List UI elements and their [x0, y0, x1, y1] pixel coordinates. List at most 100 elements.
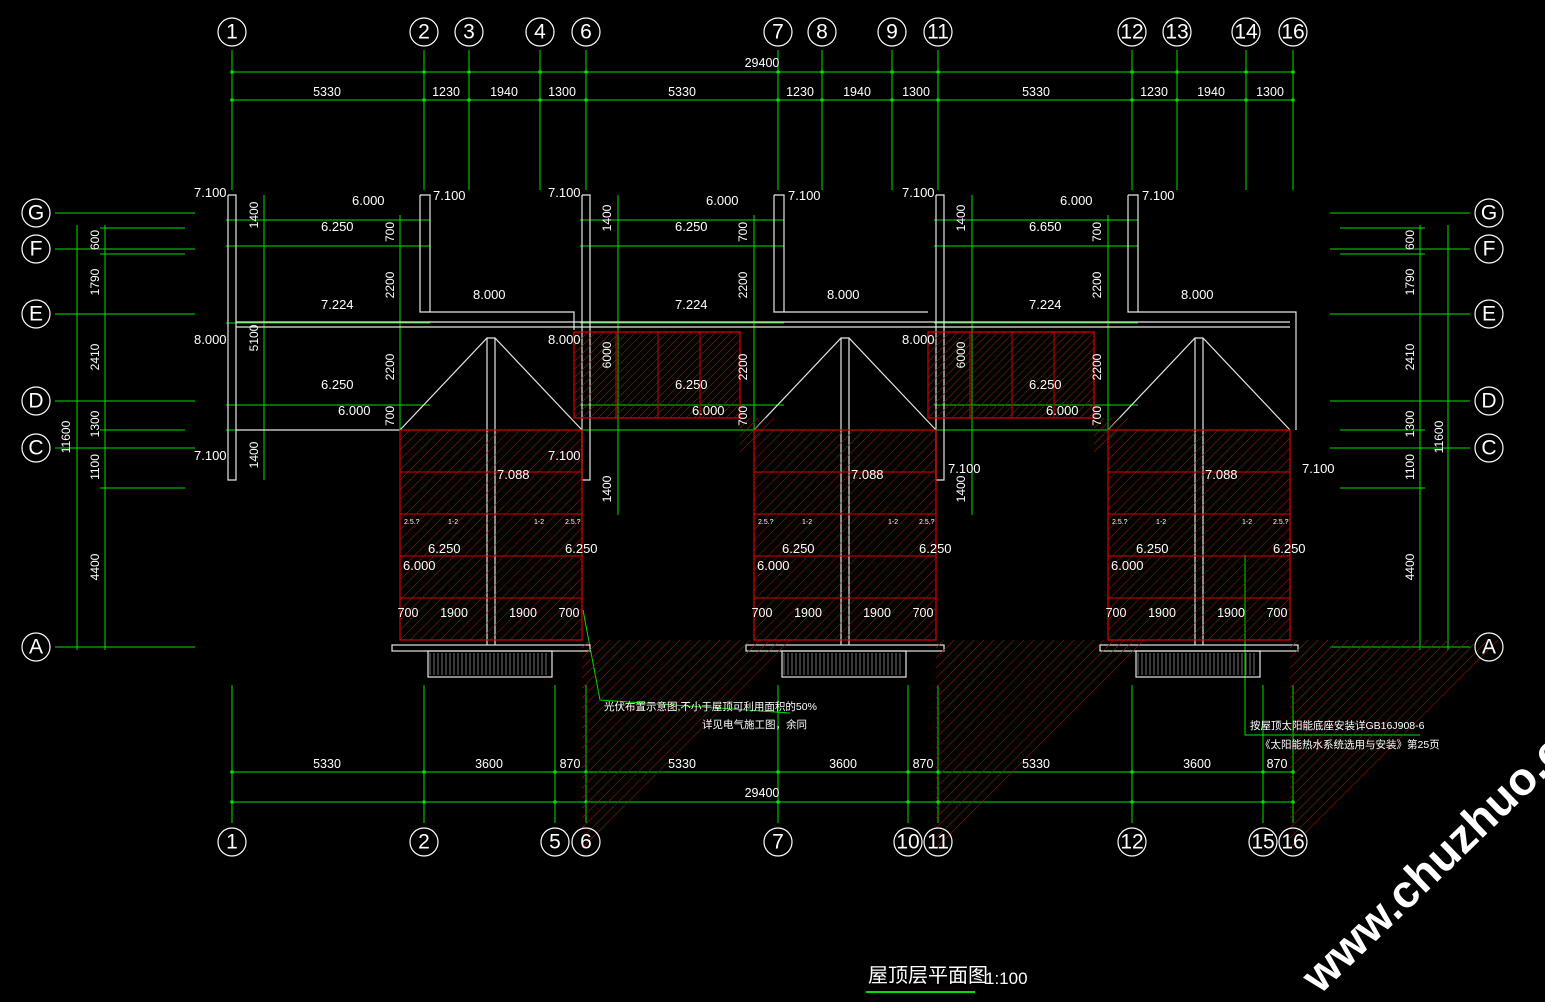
axis-right-G-label: G: [1481, 202, 1497, 225]
dim-right-2: 1790: [1403, 268, 1417, 295]
pv-hatch: [1137, 487, 1291, 641]
pv-hatch: [1107, 429, 1189, 511]
axis-bottom-12-circle: [1117, 827, 1147, 857]
pv-hatch: [967, 331, 1055, 419]
dim-tick: [230, 98, 234, 102]
dim-left-3: 2410: [88, 343, 102, 370]
pv-hatch: [927, 331, 1015, 419]
dim-right-5: 1100: [1403, 454, 1417, 480]
note-solar-ref: 《太阳能热水系统选用与安装》第25页: [1260, 738, 1440, 751]
dim-u1-700-b: 700: [559, 606, 580, 620]
pv-hatch: [739, 417, 775, 453]
level-8000-c: 8.000: [827, 287, 860, 302]
pv-hatch: [927, 331, 999, 403]
pv-hatch: [739, 417, 759, 437]
level-7088-b: 7.088: [851, 467, 884, 482]
pv-hatch: [935, 639, 1055, 759]
axis-top-2-circle: [409, 17, 439, 47]
pv-hatch: [581, 639, 671, 729]
pv-hatch: [739, 417, 751, 429]
pv-hatch: [1107, 429, 1239, 561]
pv-hatch: [935, 639, 1025, 729]
pv-hatch: [753, 429, 815, 491]
dim-tick: [906, 800, 910, 804]
pv-hatch: [621, 331, 709, 419]
pv-hatch: [1289, 639, 1319, 669]
pv-hatch: [1107, 429, 1129, 451]
dim-wall-2200-f: 2200: [1090, 353, 1104, 380]
pv-hatch: [581, 639, 591, 649]
dim-u2-700-a: 700: [752, 606, 773, 620]
dim-bottom-4: 5330: [668, 757, 696, 771]
dim-wall-6000-b: 6000: [954, 341, 968, 368]
axis-left-A-circle: [21, 632, 51, 662]
balcony-grille: [427, 650, 553, 678]
pv-hatch: [753, 429, 885, 561]
pv-hatch: [935, 639, 975, 679]
level-7100-c: 7.100: [194, 448, 227, 463]
pv-hatch: [935, 639, 965, 669]
axis-bottom-7-circle: [763, 827, 793, 857]
note-pv: 光伏布置示意图,不小于屋顶可利用面积的50%: [604, 700, 817, 713]
level-6250-c: 6.250: [675, 219, 708, 234]
pv-hatch: [399, 457, 583, 641]
pv-hatch: [753, 429, 765, 441]
pv-hatch: [975, 331, 1063, 419]
pv-hatch: [1107, 429, 1149, 471]
pv-hatch: [1107, 429, 1269, 591]
axis-top-1-circle: [217, 17, 247, 47]
drawing-labels: 29400 5330 1230 1940 1300 5330 1230 1940…: [59, 56, 1545, 1002]
pv-hatch: [753, 429, 805, 481]
pv-hatch: [927, 331, 991, 395]
axis-bottom-10-circle: [893, 827, 923, 857]
pv-hatch: [1167, 517, 1291, 641]
dim-right-6: 4400: [1403, 553, 1417, 580]
pv-hatch: [581, 331, 669, 419]
pv-hatch: [803, 507, 937, 641]
axis-bottom-2-circle: [409, 827, 439, 857]
pv-hatch: [793, 497, 937, 641]
axis-top-9-label: 9: [886, 21, 898, 44]
dimension-lines: [76, 70, 1449, 993]
dim-wall-700-a: 700: [383, 222, 397, 242]
dim-wall-1400-c: 1400: [600, 204, 614, 231]
pv-hatch: [927, 331, 959, 363]
pv-hatch: [1187, 537, 1291, 641]
pv-hatch: [927, 331, 975, 379]
dim-tick: [936, 98, 940, 102]
pv-block-3: [1107, 429, 1291, 641]
dim-wall-700-e: 700: [1090, 222, 1104, 242]
dim-u1-700-a: 700: [398, 606, 419, 620]
pv-hatch: [1055, 379, 1095, 419]
pv-hatch: [399, 429, 521, 551]
pv-hatch: [399, 429, 501, 531]
pv-hatch: [753, 429, 795, 471]
axis-bottom-7-label: 7: [772, 831, 784, 854]
axis-bottom-12-label: 12: [1120, 831, 1143, 854]
dim-bottom-6: 870: [913, 757, 934, 771]
level-6250-b: 6.250: [321, 377, 354, 392]
dim-tick: [553, 800, 557, 804]
pv-hatch: [1257, 607, 1291, 641]
gable-2: [753, 337, 937, 431]
pv-hatch: [753, 447, 937, 631]
pv-block-2: [753, 429, 937, 641]
pv-hatch: [581, 639, 641, 699]
pv-hatch: [935, 639, 1115, 819]
axis-bottom-11-circle: [923, 827, 953, 857]
axis-top-3-label: 3: [463, 21, 475, 44]
pv-hatch: [581, 639, 611, 669]
pv-hatch: [1117, 467, 1291, 641]
pv-hatch: [1007, 331, 1095, 419]
level-6000-a: 6.000: [352, 193, 385, 208]
pv-hatch: [573, 331, 581, 339]
pv-hatch: [1289, 639, 1429, 779]
dim-top-8: 1300: [902, 85, 930, 99]
pv-hatch: [1093, 417, 1129, 453]
level-6250-a: 6.250: [321, 219, 354, 234]
dim-left-1: 600: [88, 230, 102, 250]
pv-hatch: [581, 639, 791, 849]
level-8000-d: 8.000: [548, 332, 581, 347]
dim-bottom-3: 870: [560, 757, 581, 771]
